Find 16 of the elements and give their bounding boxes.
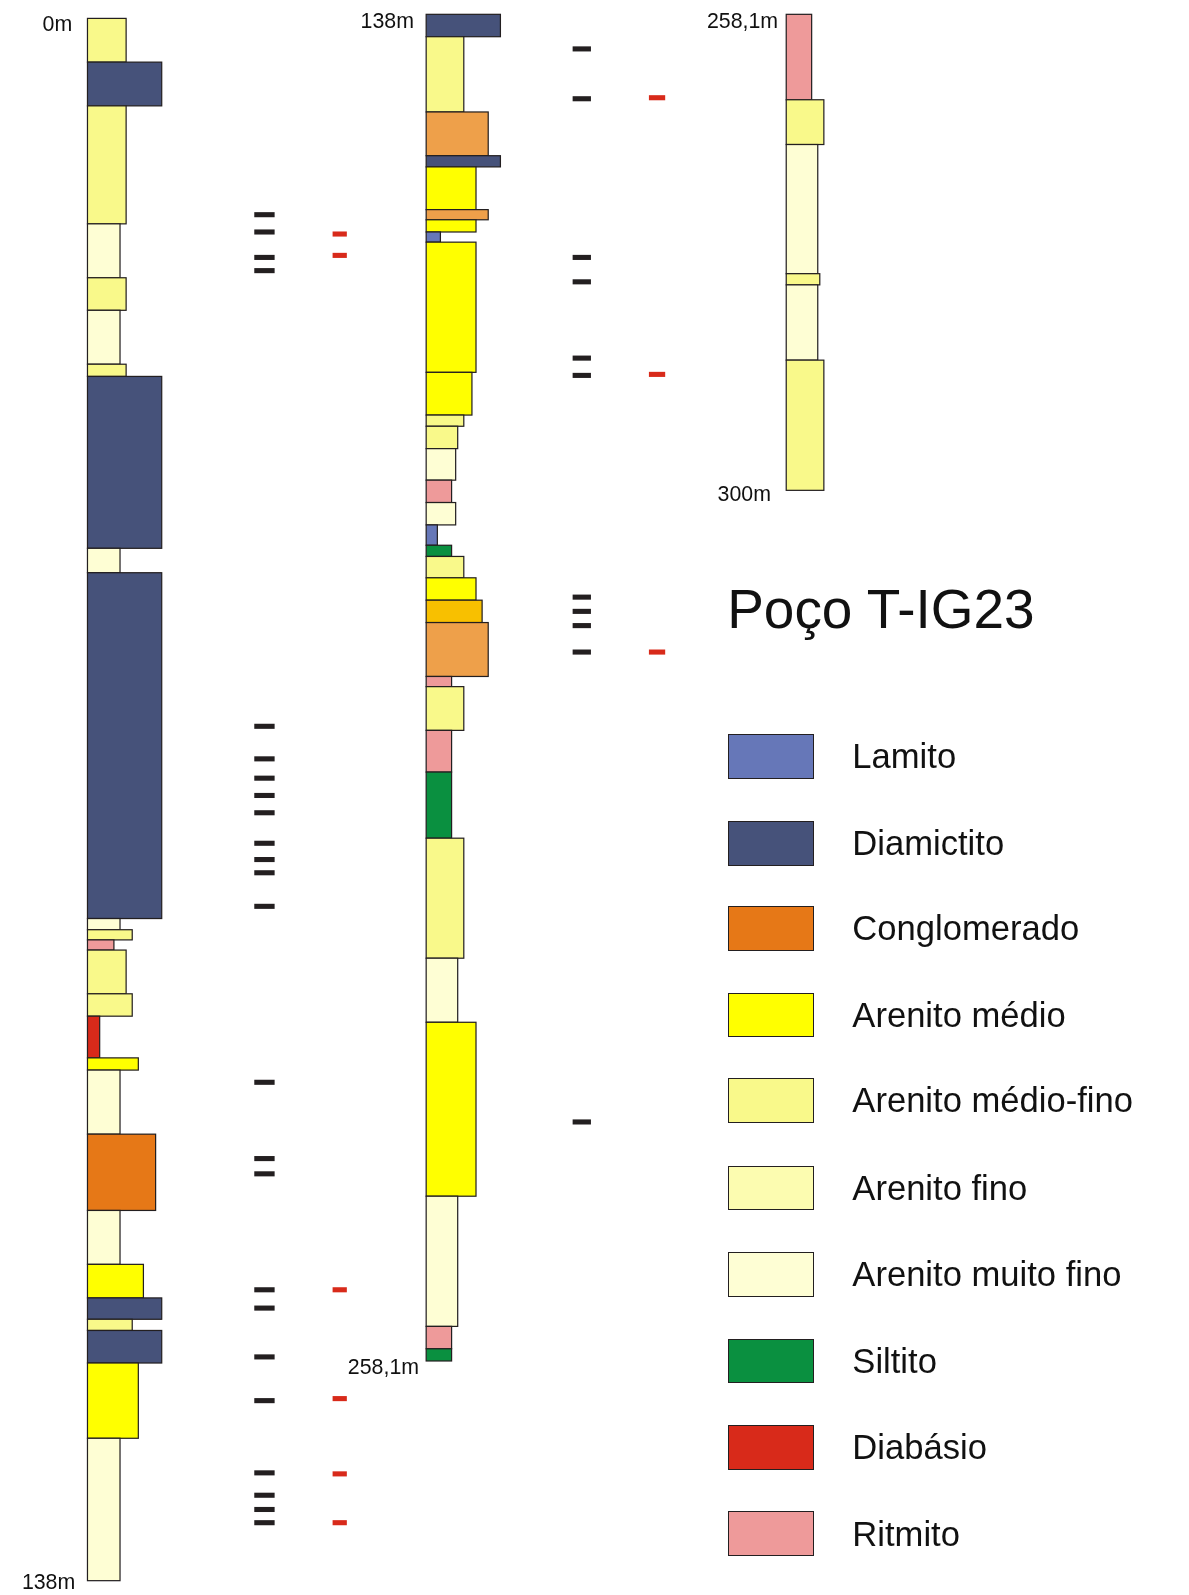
legend-label: Arenito muito fino: [852, 1257, 1122, 1292]
legend-label: Arenito médio: [852, 997, 1066, 1033]
depth-label: 0m: [42, 14, 73, 36]
legend-label: Ritmito: [852, 1516, 960, 1552]
legend-label: Lamito: [852, 739, 957, 774]
legend-label: Diamictito: [852, 825, 1005, 861]
legend-label: Diabásio: [852, 1430, 987, 1465]
depth-label: 138m: [21, 1572, 76, 1594]
depth-label: 258,1m: [706, 11, 779, 33]
legend-label: Conglomerado: [852, 911, 1080, 946]
depth-label: 300m: [717, 484, 771, 506]
depth-label: 138m: [360, 11, 414, 33]
legend-label: Arenito fino: [852, 1170, 1028, 1206]
legend-label: Arenito médio-fino: [852, 1083, 1133, 1118]
depth-label: 258,1m: [347, 1356, 420, 1379]
legend-label: Siltito: [852, 1343, 937, 1379]
